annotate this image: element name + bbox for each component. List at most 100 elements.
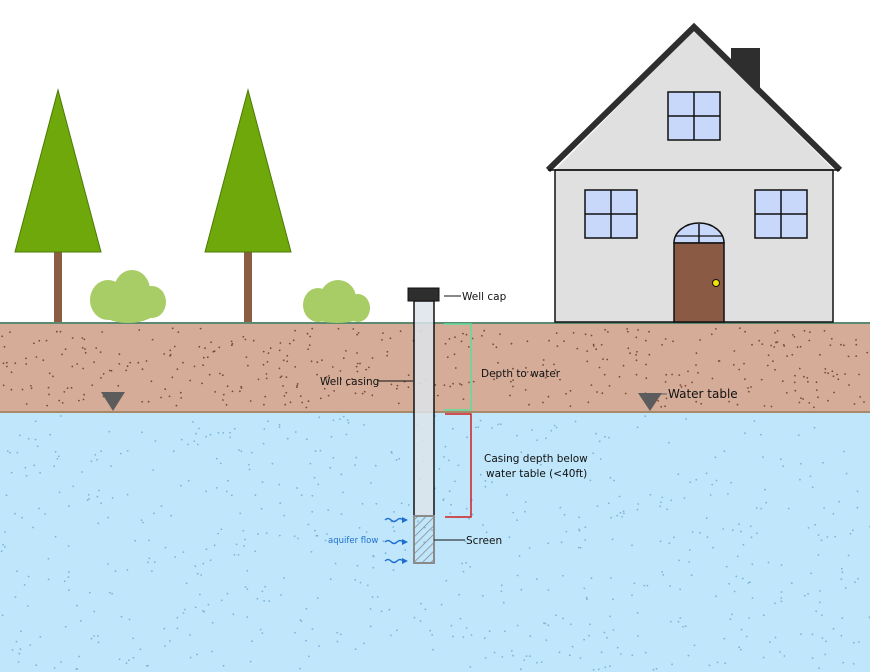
texture-dot xyxy=(664,381,667,383)
texture-dot xyxy=(311,494,314,497)
texture-dot xyxy=(691,381,693,384)
texture-dot xyxy=(550,429,553,432)
texture-dot xyxy=(773,346,776,348)
texture-dot xyxy=(97,641,100,644)
texture-dot xyxy=(736,403,739,406)
texture-dot xyxy=(151,338,154,341)
texture-dot xyxy=(806,377,809,379)
texture-dot xyxy=(209,433,212,436)
texture-dot xyxy=(471,337,474,340)
texture-dot xyxy=(86,499,89,502)
texture-dot xyxy=(182,612,185,614)
texture-dot xyxy=(369,625,372,628)
texture-dot xyxy=(711,483,714,486)
texture-dot xyxy=(180,484,182,487)
texture-dot xyxy=(664,338,667,340)
texture-dot xyxy=(738,523,740,526)
texture-dot xyxy=(220,599,223,602)
texture-dot xyxy=(84,348,86,350)
texture-dot xyxy=(544,376,547,379)
texture-dot xyxy=(336,631,339,634)
texture-dot xyxy=(854,581,856,584)
texture-dot xyxy=(443,384,446,386)
texture-dot xyxy=(1,335,4,338)
texture-dot xyxy=(657,399,660,402)
texture-dot xyxy=(32,526,34,529)
texture-dot xyxy=(400,502,403,505)
texture-dot xyxy=(590,384,593,386)
texture-dot xyxy=(545,437,547,440)
texture-dot xyxy=(141,368,144,371)
texture-dot xyxy=(173,345,176,348)
texture-dot xyxy=(606,358,609,361)
texture-dot xyxy=(520,668,522,671)
texture-dot xyxy=(284,403,287,406)
texture-dot xyxy=(809,475,812,478)
texture-dot xyxy=(91,384,94,386)
flow-arrow-icon xyxy=(384,539,408,545)
texture-dot xyxy=(592,345,595,347)
texture-dot xyxy=(259,628,262,631)
texture-dot xyxy=(152,469,155,471)
texture-dot xyxy=(780,600,783,603)
texture-dot xyxy=(843,344,845,347)
texture-dot xyxy=(465,562,467,564)
texture-dot xyxy=(536,661,538,664)
texture-dot xyxy=(61,402,64,404)
texture-dot xyxy=(678,559,680,562)
texture-dot xyxy=(684,625,687,628)
texture-dot xyxy=(98,489,100,492)
texture-dot xyxy=(262,350,265,353)
texture-dot xyxy=(547,395,550,398)
texture-dot xyxy=(227,479,229,482)
texture-dot xyxy=(163,627,166,630)
tree-canopy xyxy=(204,88,292,253)
texture-dot xyxy=(111,497,114,499)
texture-dot xyxy=(723,637,726,640)
texture-dot xyxy=(840,578,843,580)
texture-dot xyxy=(481,334,483,337)
texture-dot xyxy=(528,655,531,657)
texture-dot xyxy=(603,631,606,634)
texture-dot xyxy=(671,373,673,376)
texture-dot xyxy=(688,549,691,551)
texture-dot xyxy=(244,586,247,588)
texture-dot xyxy=(813,406,815,409)
texture-dot xyxy=(38,339,41,342)
texture-dot xyxy=(738,368,741,371)
texture-dot xyxy=(833,391,835,394)
texture-dot xyxy=(25,357,27,360)
texture-dot xyxy=(42,359,45,362)
texture-dot xyxy=(340,378,342,381)
texture-dot xyxy=(247,364,249,367)
texture-dot xyxy=(329,578,332,581)
texture-dot xyxy=(600,651,603,654)
texture-dot xyxy=(747,387,749,389)
texture-dot xyxy=(311,510,314,513)
texture-dot xyxy=(606,636,608,639)
texture-dot xyxy=(282,359,285,362)
texture-dot xyxy=(355,456,358,459)
texture-dot xyxy=(407,374,410,376)
texture-dot xyxy=(134,539,137,542)
texture-dot xyxy=(153,512,155,515)
texture-dot xyxy=(160,396,163,399)
texture-dot xyxy=(462,570,465,573)
texture-dot xyxy=(14,596,17,598)
texture-dot xyxy=(212,350,215,353)
texture-dot xyxy=(182,551,185,553)
texture-dot xyxy=(444,342,447,345)
texture-dot xyxy=(526,371,529,373)
flow-arrow-icon xyxy=(384,558,408,564)
texture-dot xyxy=(831,370,834,373)
texture-dot xyxy=(357,332,360,334)
texture-dot xyxy=(470,634,473,636)
texture-dot xyxy=(583,587,586,590)
texture-dot xyxy=(460,340,463,343)
texture-dot xyxy=(648,353,651,356)
texture-dot xyxy=(257,533,259,535)
texture-dot xyxy=(263,428,266,430)
texture-dot xyxy=(547,624,550,627)
texture-dot xyxy=(3,345,6,348)
texture-dot xyxy=(96,495,99,498)
